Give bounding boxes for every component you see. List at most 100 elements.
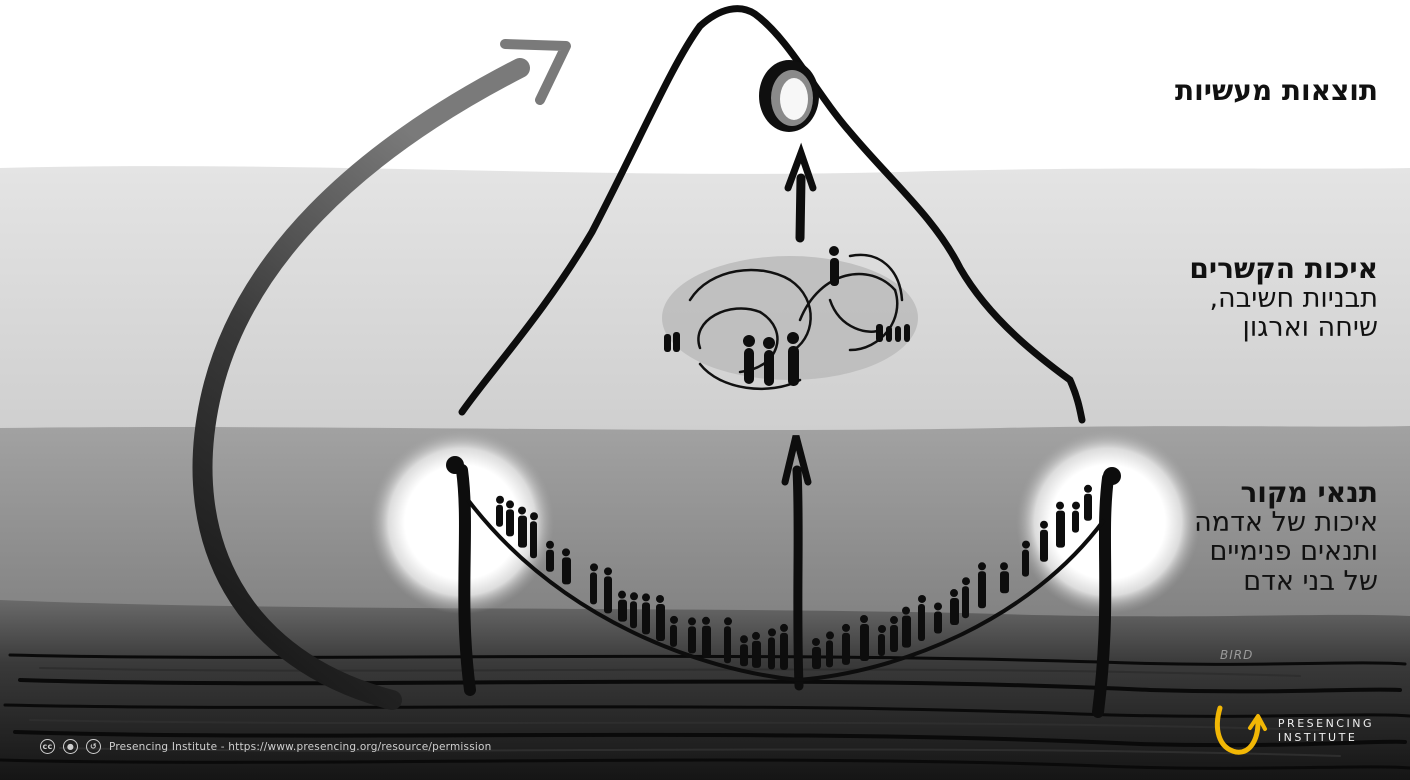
crowd-person (1072, 511, 1079, 533)
crowd-person-head (688, 617, 696, 625)
crowd-person-head (860, 615, 868, 623)
crowd-person-head (656, 595, 664, 603)
crowd-person (530, 521, 537, 558)
outcome-eye (759, 60, 819, 132)
crowd-person (890, 625, 898, 652)
crowd-person-head (1040, 521, 1048, 529)
crowd-person (768, 637, 775, 669)
crowd-person (740, 644, 748, 666)
u-arrow-logo-icon (1210, 702, 1268, 760)
crowd-person-head (962, 577, 970, 585)
crowd-person-head (618, 591, 626, 599)
crowd-person-head (630, 592, 638, 600)
crowd-person (1084, 494, 1092, 521)
crowd-person (496, 505, 503, 527)
presencing-logo: PRESENCING INSTITUTE (1210, 702, 1374, 760)
crowd-person-head (768, 628, 776, 636)
crowd-person (878, 634, 885, 656)
crowd-person (1022, 550, 1029, 577)
crowd-person-head (812, 638, 820, 646)
crowd-person-head (1056, 502, 1064, 510)
crowd-person (506, 509, 514, 536)
crowd-person (902, 616, 911, 648)
share-alike-icon: ↺ (86, 739, 101, 754)
crowd-person-head (902, 607, 910, 615)
crowd-person-head (562, 548, 570, 556)
relations-line-2: שיחה וארגון (1189, 313, 1378, 342)
crowd-person-head (918, 595, 926, 603)
crowd-person-head (1084, 485, 1092, 493)
crowd-person (724, 626, 731, 663)
crowd-person (1000, 571, 1009, 593)
crowd-person-head (604, 567, 612, 575)
source-title: תנאי מקור (1194, 478, 1378, 508)
crowd-person-head (890, 616, 898, 624)
source-line-3: של בני אדם (1194, 567, 1378, 596)
crowd-person (546, 550, 554, 572)
crowd-person (562, 557, 571, 584)
source-line-2: ותנאים פנימיים (1194, 537, 1378, 566)
crowd-person-head (878, 625, 886, 633)
crowd-person-head (780, 624, 788, 632)
crowd-person-head (1072, 502, 1080, 510)
crowd-person-head (670, 616, 678, 624)
crowd-person-head (506, 500, 514, 508)
crowd-person (812, 647, 821, 669)
crowd-person (962, 586, 969, 618)
crowd-person-head (518, 507, 526, 515)
crowd-person (656, 604, 665, 641)
crowd-person (1040, 530, 1048, 562)
crowd-person-head (1000, 562, 1008, 570)
crowd-person (688, 626, 696, 653)
cc-icon: cc (40, 739, 55, 754)
crowd-person (978, 571, 986, 608)
crowd-person-head (740, 635, 748, 643)
crowd-person (642, 602, 650, 634)
crowd-person-head (934, 602, 942, 610)
crowd-person-head (642, 593, 650, 601)
crowd-person (1056, 511, 1065, 548)
crowd-person (780, 633, 788, 670)
crowd-person-head (1022, 541, 1030, 549)
crowd-person-head (826, 631, 834, 639)
relations-line-1: תבניות חשיבה, (1189, 284, 1378, 313)
crowd-person-head (530, 512, 538, 520)
logo-line-2: INSTITUTE (1278, 731, 1374, 745)
crowd-person (618, 600, 627, 622)
attribution-icon: ● (63, 739, 78, 754)
crowd-person (918, 604, 925, 641)
label-relationship-quality: איכות הקשרים תבניות חשיבה, שיחה וארגון (1189, 254, 1378, 343)
crowd-person (950, 598, 959, 625)
credit-text[interactable]: Presencing Institute - https://www.prese… (109, 741, 491, 753)
label-source-conditions: תנאי מקור איכות של אדמה ותנאים פנימיים ש… (1194, 478, 1378, 596)
crowd-person-head (950, 589, 958, 597)
relations-title: איכות הקשרים (1189, 254, 1378, 284)
crowd-person-head (496, 496, 504, 504)
crowd-person (702, 626, 711, 658)
outcomes-title: תוצאות מעשיות (1175, 76, 1378, 106)
crowd-person (842, 633, 850, 665)
crowd-person (630, 601, 637, 628)
crowd-person (752, 641, 761, 668)
source-line-1: איכות של אדמה (1194, 508, 1378, 537)
crowd-person-head (842, 624, 850, 632)
artist-signature: BIRD (1220, 648, 1253, 662)
footer-credit: cc ● ↺ Presencing Institute - https://ww… (40, 739, 491, 754)
crowd-person-head (546, 541, 554, 549)
crowd-person (860, 624, 869, 661)
logo-line-1: PRESENCING (1278, 717, 1374, 731)
crowd-person (604, 576, 612, 613)
crowd-person (590, 572, 597, 604)
crowd-person-head (724, 617, 732, 625)
label-practical-outcomes: תוצאות מעשיות (1175, 76, 1378, 106)
crowd-person (826, 640, 833, 667)
crowd-person (934, 611, 942, 633)
crowd-person-head (702, 617, 710, 625)
crowd-person-head (590, 563, 598, 571)
crowd-person-head (752, 632, 760, 640)
crowd-person (518, 516, 527, 548)
crowd-person-head (978, 562, 986, 570)
crowd-person (670, 625, 677, 647)
logo-text: PRESENCING INSTITUTE (1278, 717, 1374, 745)
